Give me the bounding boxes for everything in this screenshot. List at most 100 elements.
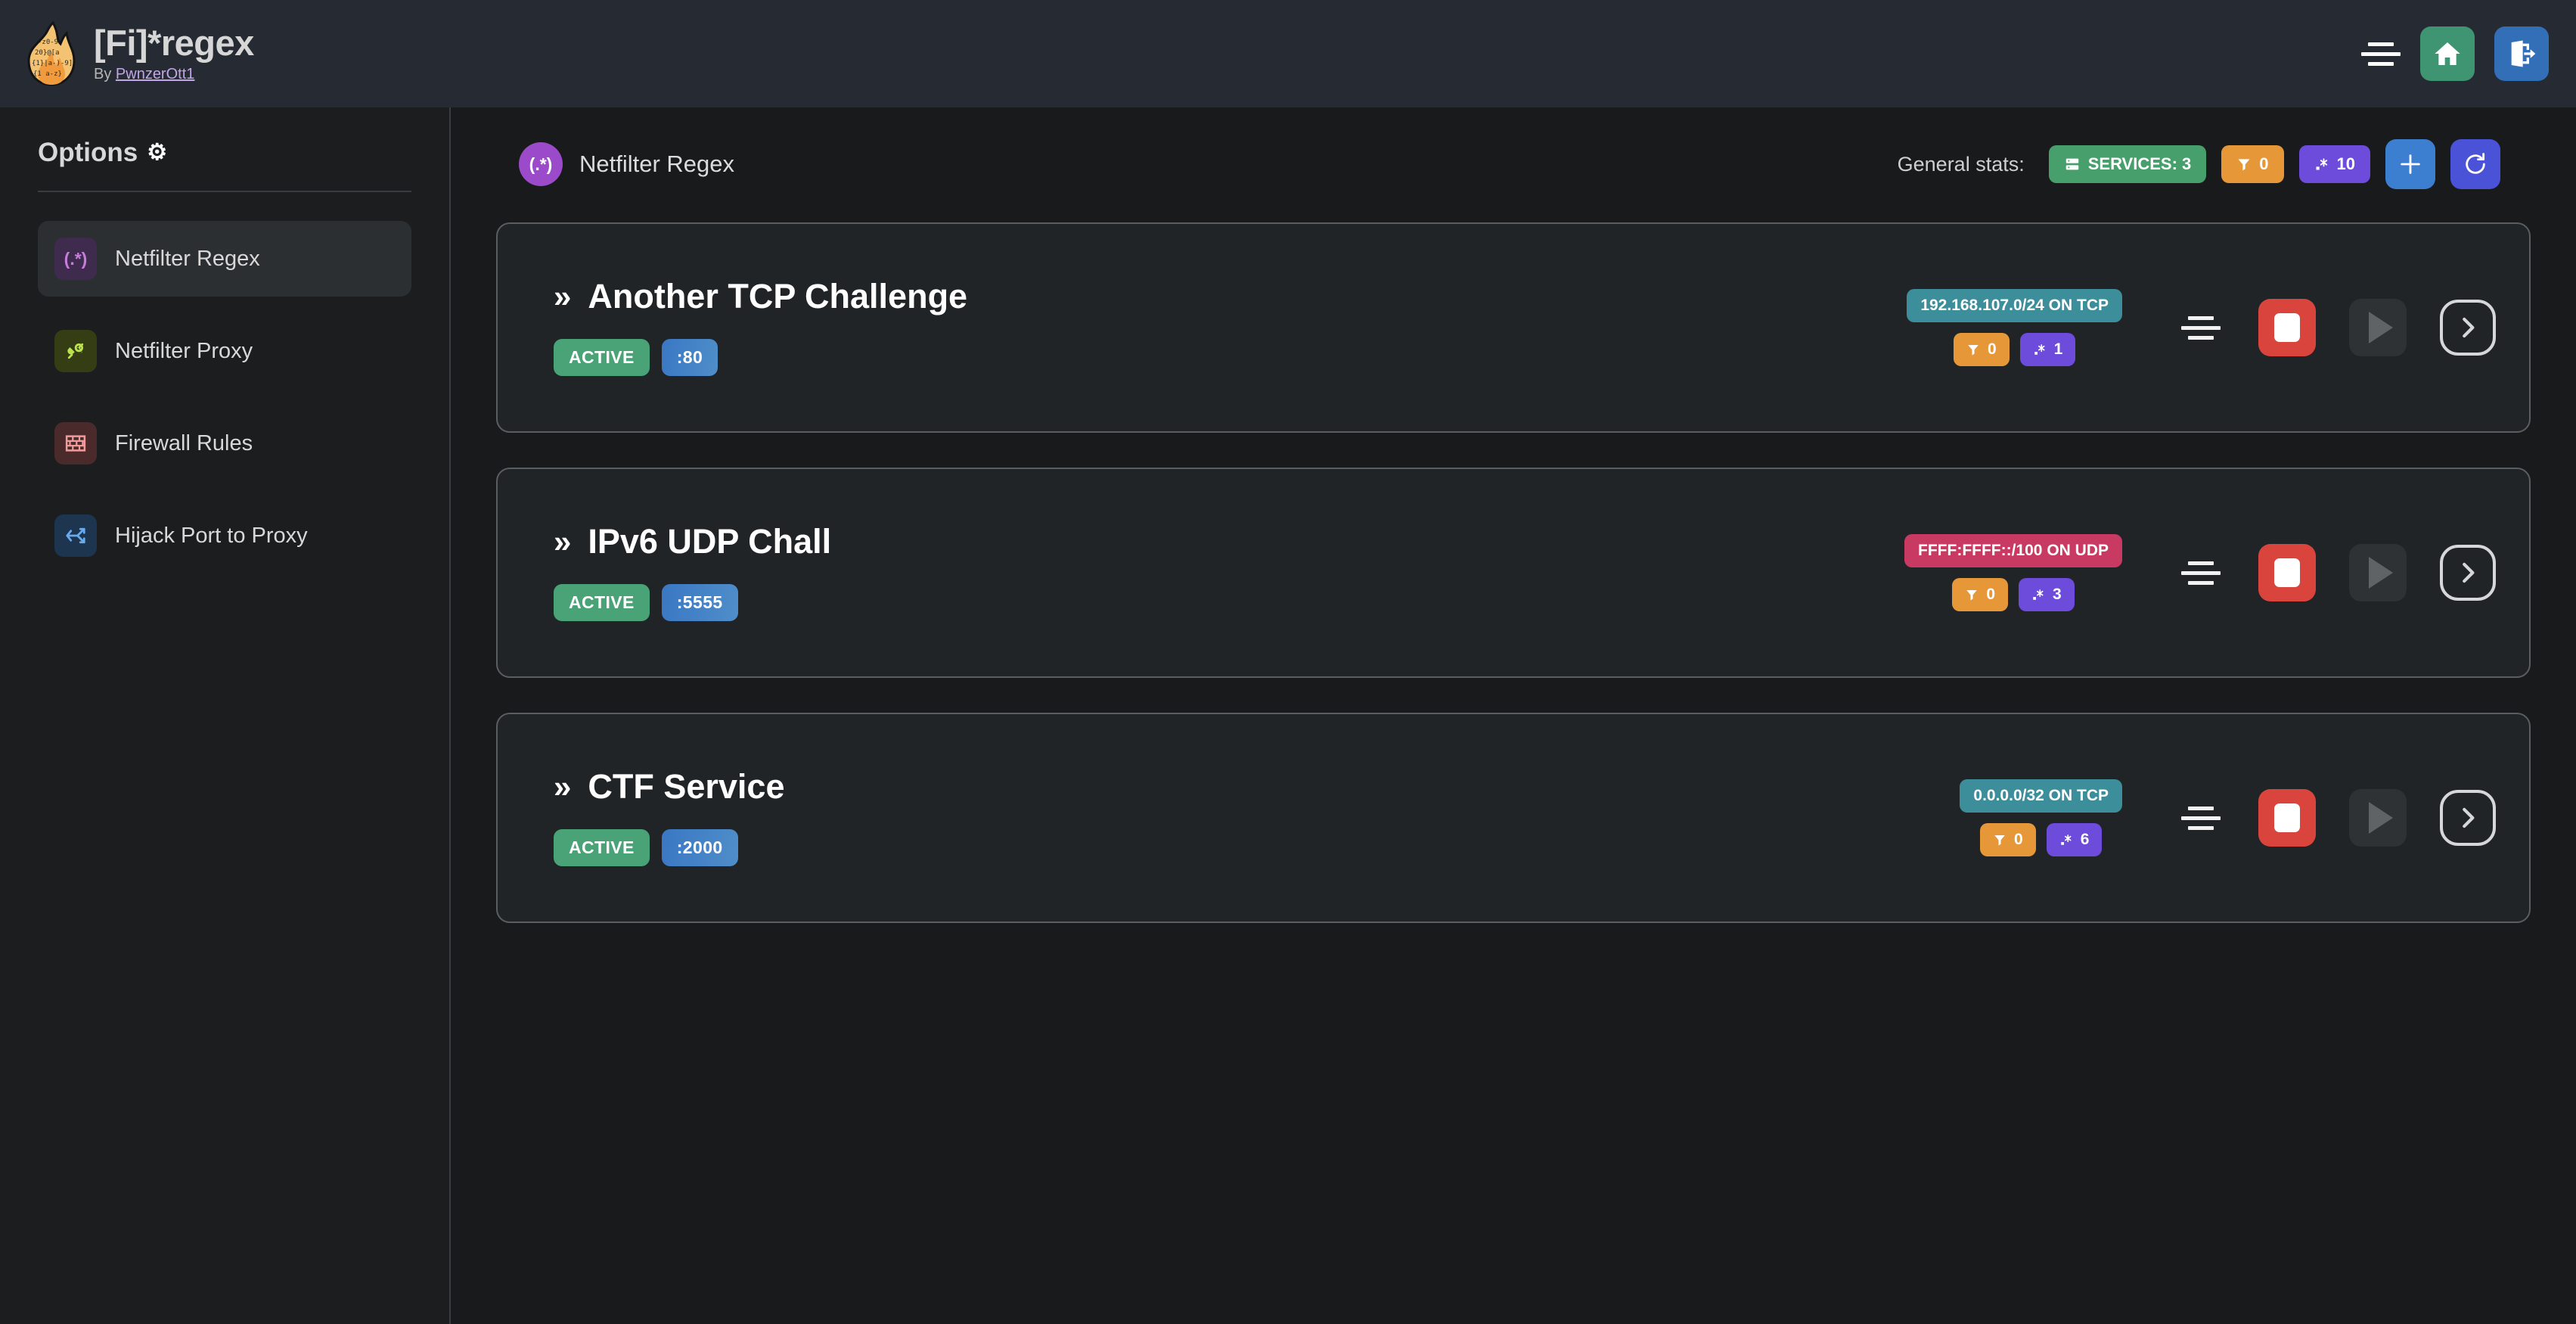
port-badge: :80 — [661, 339, 718, 376]
regex-dot-star-icon — [2316, 158, 2327, 170]
svg-text:{1}|a-)-9]: {1}|a-)-9] — [32, 60, 73, 67]
home-icon — [2435, 42, 2460, 65]
byline-prefix: By — [94, 65, 116, 82]
regex-dot-star-icon — [2033, 589, 2044, 600]
play-button[interactable] — [2349, 544, 2407, 601]
service-card[interactable]: » CTF Service ACTIVE :2000 0.0.0.0/32 ON… — [496, 713, 2531, 923]
network-badge: 0.0.0.0/32 ON TCP — [1960, 779, 2122, 813]
gear-icon: ⚙ — [147, 140, 168, 165]
reorder-icon[interactable] — [2181, 311, 2221, 344]
services-chip: SERVICES: 3 — [2048, 145, 2207, 183]
plus-icon — [2401, 154, 2420, 174]
regex-chip-label: 10 — [2336, 154, 2355, 173]
sidebar: Options ⚙ (.*) Netfilter Regex Netfilter… — [0, 107, 451, 1324]
sidebar-item-label: Hijack Port to Proxy — [115, 523, 308, 548]
stop-button[interactable] — [2258, 789, 2316, 847]
hamburger-icon[interactable] — [2361, 37, 2401, 70]
refresh-button[interactable] — [2450, 139, 2500, 189]
server-icon — [2065, 158, 2078, 170]
sidebar-item-netfilter-proxy[interactable]: Netfilter Proxy — [38, 313, 411, 389]
service-badges: ACTIVE :2000 — [554, 829, 784, 866]
refresh-icon — [2466, 153, 2485, 174]
stop-button[interactable] — [2258, 544, 2316, 601]
author-link[interactable]: PwnzerOtt1 — [115, 65, 195, 82]
brand-text: [Fi]*regex By PwnzerOtt1 — [94, 23, 254, 83]
open-service-button[interactable] — [2440, 545, 2496, 601]
service-badges: ACTIVE :5555 — [554, 584, 831, 621]
body-wrapper: Options ⚙ (.*) Netfilter Regex Netfilter… — [0, 107, 2576, 1324]
open-service-button[interactable] — [2440, 300, 2496, 356]
filters-chip-label: 0 — [2259, 154, 2269, 173]
sidebar-title: Options ⚙ — [38, 138, 411, 168]
funnel-icon — [1966, 590, 1978, 601]
reorder-icon[interactable] — [2181, 801, 2221, 834]
service-name: Another TCP Challenge — [588, 277, 968, 315]
service-regex-count: 1 — [2053, 340, 2063, 358]
network-badge: 192.168.107.0/24 ON TCP — [1907, 289, 2122, 322]
play-button[interactable] — [2349, 299, 2407, 356]
sidebar-item-firewall-rules[interactable]: Firewall Rules — [38, 406, 411, 481]
service-regex-count: 3 — [2053, 586, 2062, 603]
service-network-stats: 192.168.107.0/24 ON TCP 0 — [1907, 289, 2122, 366]
sidebar-item-hijack-port-to-proxy[interactable]: Hijack Port to Proxy — [38, 498, 411, 573]
regex-dot-star-icon — [2060, 834, 2072, 845]
service-card[interactable]: » IPv6 UDP Chall ACTIVE :5555 FFFF:FFFF:… — [496, 468, 2531, 678]
home-button[interactable] — [2420, 26, 2475, 81]
main-content: (.*) Netfilter Regex General stats: SERV… — [451, 107, 2576, 1324]
sidebar-divider — [38, 191, 411, 192]
service-info: » IPv6 UDP Chall ACTIVE :5555 — [554, 524, 831, 621]
service-filters-chip: 0 — [1953, 333, 2010, 366]
service-regex-chip: 3 — [2019, 578, 2075, 611]
play-button[interactable] — [2349, 789, 2407, 847]
service-filters-chip: 0 — [1980, 823, 2036, 856]
brick-wall-icon — [54, 422, 97, 465]
status-badge: ACTIVE — [554, 829, 650, 866]
service-name: CTF Service — [588, 767, 785, 806]
svg-text:{1 a-z}: {1 a-z} — [33, 70, 62, 78]
service-title: » Another TCP Challenge — [554, 279, 967, 313]
sidebar-item-label: Firewall Rules — [115, 430, 253, 455]
service-info: » CTF Service ACTIVE :2000 — [554, 769, 784, 866]
chevron-right-icon — [2463, 807, 2475, 828]
service-controls: 192.168.107.0/24 ON TCP 0 — [1907, 289, 2496, 366]
section-header: (.*) Netfilter Regex General stats: SERV… — [496, 139, 2531, 189]
services-chip-label: SERVICES: 3 — [2087, 154, 2192, 173]
service-controls: FFFF:FFFF::/100 ON UDP 0 — [1904, 534, 2496, 611]
sidebar-item-netfilter-regex[interactable]: (.*) Netfilter Regex — [38, 221, 411, 297]
funnel-icon — [2238, 159, 2250, 171]
service-info: » Another TCP Challenge ACTIVE :80 — [554, 279, 967, 376]
regex-chip: 10 — [2298, 145, 2370, 183]
general-stats: General stats: SERVICES: 3 0 — [1898, 139, 2500, 189]
service-filters-count: 0 — [1986, 586, 1995, 603]
general-stats-label: General stats: — [1897, 152, 2025, 176]
logout-button[interactable] — [2494, 26, 2549, 81]
service-filters-count: 0 — [2014, 831, 2023, 848]
svg-text:20}@[a: 20}@[a — [35, 49, 60, 57]
chevron-right-icon — [2463, 562, 2475, 583]
service-regex-chip: 6 — [2046, 823, 2103, 856]
service-badges: ACTIVE :80 — [554, 339, 967, 376]
port-badge: :2000 — [661, 829, 738, 866]
status-badge: ACTIVE — [554, 584, 650, 621]
stop-icon — [2274, 558, 2300, 587]
service-network-stats: 0.0.0.0/32 ON TCP 0 — [1960, 779, 2122, 856]
network-badge: FFFF:FFFF::/100 ON UDP — [1904, 534, 2122, 567]
stop-icon — [2274, 313, 2300, 342]
flame-logo: -z0-9 20}@[a {1}|a-)-9] {1 a-z} — [26, 21, 77, 86]
service-card[interactable]: » Another TCP Challenge ACTIVE :80 192.1… — [496, 222, 2531, 433]
service-controls: 0.0.0.0/32 ON TCP 0 — [1960, 779, 2496, 856]
stop-button[interactable] — [2258, 299, 2316, 356]
service-filters-count: 0 — [1987, 340, 1997, 358]
app-header: -z0-9 20}@[a {1}|a-)-9] {1 a-z} [Fi]*reg… — [0, 0, 2576, 107]
open-service-button[interactable] — [2440, 790, 2496, 846]
header-actions — [2361, 26, 2549, 81]
reorder-icon[interactable] — [2181, 556, 2221, 589]
stop-icon — [2274, 803, 2300, 832]
svg-text:-z0-9: -z0-9 — [38, 39, 58, 46]
add-service-button[interactable] — [2385, 139, 2435, 189]
play-icon — [2369, 557, 2393, 589]
play-icon — [2369, 802, 2393, 834]
port-badge: :5555 — [661, 584, 738, 621]
service-network-stats: FFFF:FFFF::/100 ON UDP 0 — [1904, 534, 2122, 611]
filters-chip: 0 — [2221, 145, 2284, 183]
